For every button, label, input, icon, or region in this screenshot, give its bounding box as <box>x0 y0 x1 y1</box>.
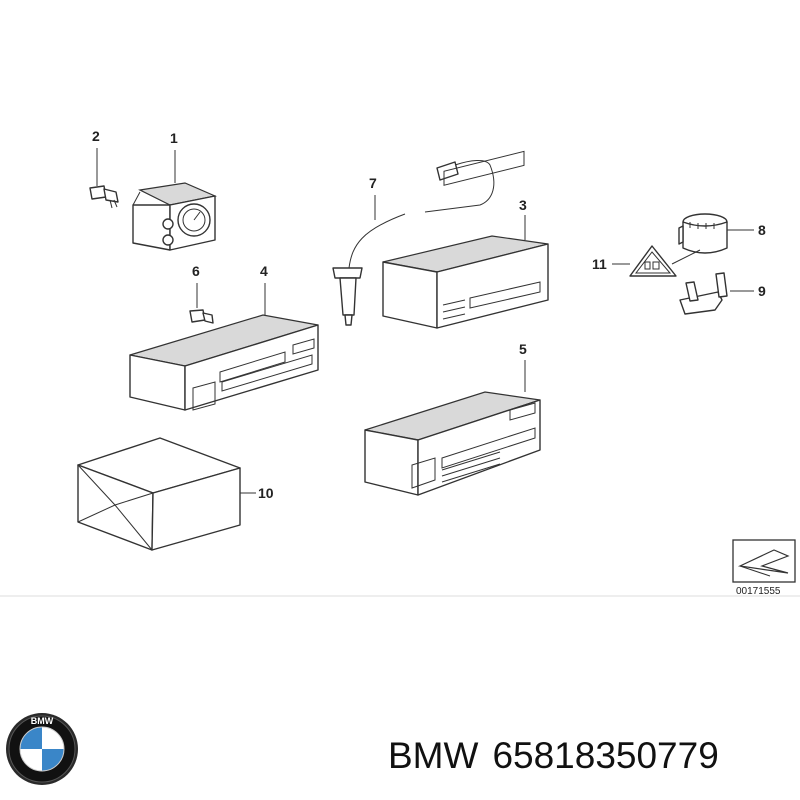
callout-9: 9 <box>758 283 766 299</box>
part-3-control-unit[interactable] <box>382 150 549 329</box>
bmw-logo-letters: BMW <box>31 716 54 726</box>
callout-6: 6 <box>192 263 200 279</box>
bmw-logo: BMW <box>6 713 78 785</box>
diagram-reference-symbol <box>732 539 796 583</box>
part-10-box[interactable] <box>77 437 241 551</box>
part-number: 65818350779 <box>492 735 719 776</box>
callout-8: 8 <box>758 222 766 238</box>
callout-10: 10 <box>258 485 274 501</box>
callout-5: 5 <box>519 341 527 357</box>
part-4-control-panel[interactable] <box>129 314 319 411</box>
part-2-bulb[interactable] <box>89 185 119 209</box>
part-1-clock[interactable] <box>132 182 217 251</box>
part-9-clip[interactable] <box>679 272 728 315</box>
callout-7: 7 <box>369 175 377 191</box>
part-7-sensor-cable[interactable] <box>332 160 495 326</box>
part-6-bulb[interactable] <box>189 309 214 324</box>
callout-3: 3 <box>519 197 527 213</box>
callout-4: 4 <box>260 263 268 279</box>
diagram-number: 00171555 <box>736 586 781 597</box>
part-11-warning-label[interactable] <box>629 245 677 277</box>
brand-name: BMW <box>388 735 479 776</box>
callout-1: 1 <box>170 130 178 146</box>
callout-11: 11 <box>592 256 607 272</box>
part-5-control-unit[interactable] <box>364 391 541 496</box>
callout-2: 2 <box>92 128 100 144</box>
part-8-connector[interactable] <box>678 213 728 254</box>
product-caption: BMW 65818350779 <box>388 735 733 777</box>
